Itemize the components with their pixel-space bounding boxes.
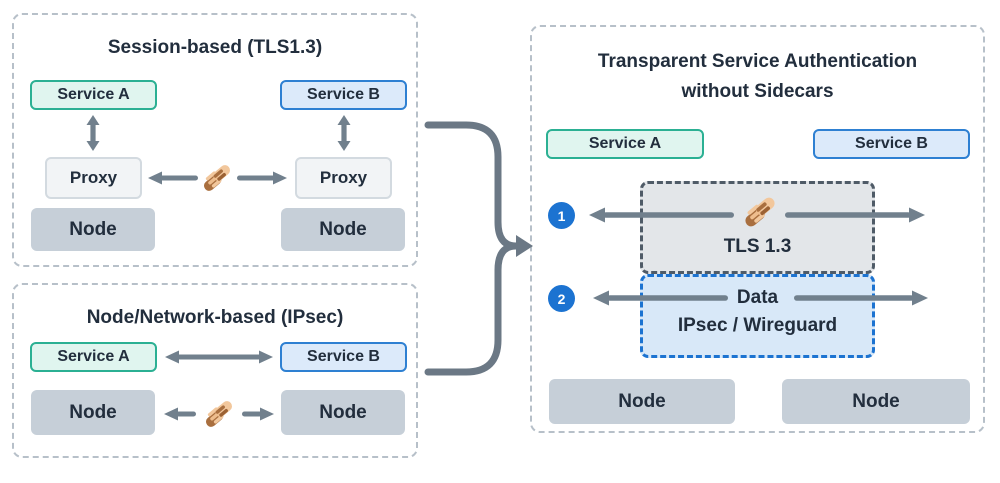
session-based-panel: Session-based (TLS1.3) Service A Service… [12,13,418,267]
session-proxy-left-box: Proxy [45,157,142,199]
tls-session-box: TLS 1.3 [640,181,875,274]
transparent-panel-title-line1: Transparent Service Authentication [597,51,918,72]
session-proxy-right-box: Proxy [295,157,392,199]
session-handshake-left-arrow [148,170,200,186]
transparent-node-left-box: Node [549,379,735,424]
data-tunnel-box: Data IPsec / Wireguard [640,274,875,358]
session-left-vertical-arrow [86,115,100,151]
network-service-b-box: Service B [280,342,407,372]
session-node-left-box: Node [31,208,155,251]
transparent-panel-title-line2: without Sidecars [681,81,834,102]
network-node-left-box: Node [31,390,155,435]
data-row-right-arrow [794,289,928,307]
network-service-a-box: Service A [30,342,157,372]
network-panel-title: Node/Network-based (IPsec) [86,307,344,328]
step-2-badge: 2 [548,285,575,312]
network-node-right-box: Node [281,390,405,435]
transparent-panel-title: Transparent Service Authentication witho… [532,47,983,107]
session-service-b-box: Service B [280,80,407,110]
session-right-vertical-arrow [337,115,351,151]
tls-row-right-arrow [785,206,925,224]
merge-connector-arrow [420,110,545,395]
transparent-node-right-box: Node [782,379,970,424]
network-services-double-arrow [165,349,273,365]
network-handshake-left-arrow [164,406,198,422]
handshake-icon [200,161,234,195]
network-based-panel: Node/Network-based (IPsec) Service A Ser… [12,283,418,458]
handshake-icon [202,397,236,431]
session-service-a-box: Service A [30,80,157,110]
tls-label: TLS 1.3 [723,236,792,257]
transparent-auth-panel: Transparent Service Authentication witho… [530,25,985,433]
data-row-left-arrow [593,289,728,307]
session-panel-title: Session-based (TLS1.3) [107,37,323,58]
network-handshake-right-arrow [240,406,274,422]
session-node-right-box: Node [281,208,405,251]
tls-row-left-arrow [589,206,734,224]
step-1-badge: 1 [548,202,575,229]
session-handshake-right-arrow [235,170,287,186]
tunnel-label: IPsec / Wireguard [677,315,838,336]
data-label: Data [736,287,779,308]
handshake-icon [741,193,779,231]
transparent-service-a-box: Service A [546,129,704,159]
transparent-service-b-box: Service B [813,129,970,159]
